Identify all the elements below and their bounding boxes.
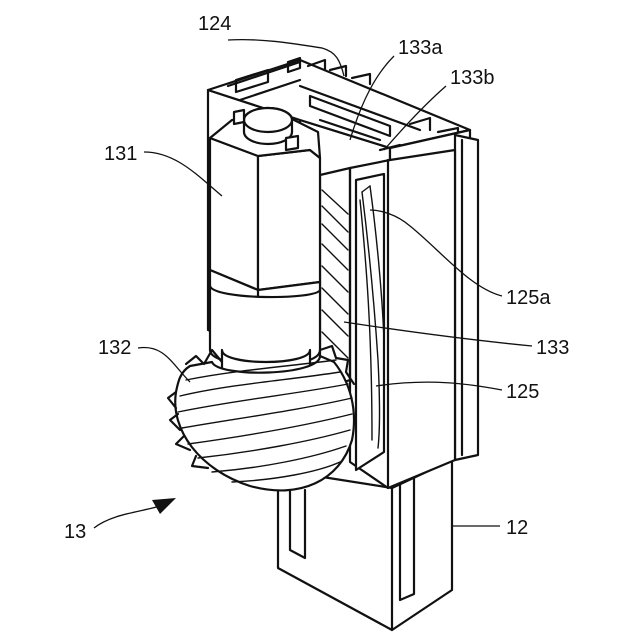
label-133b: 133b xyxy=(450,67,495,89)
label-133a: 133a xyxy=(398,37,443,59)
motor-131 xyxy=(210,108,320,384)
label-12: 12 xyxy=(506,517,528,539)
arrow-head-13 xyxy=(152,498,176,514)
label-13: 13 xyxy=(64,521,86,543)
label-125: 125 xyxy=(506,381,539,403)
label-124: 124 xyxy=(198,13,231,35)
label-132: 132 xyxy=(98,337,131,359)
label-131: 131 xyxy=(104,143,137,165)
label-125a: 125a xyxy=(506,287,551,309)
label-133: 133 xyxy=(536,337,569,359)
side-column xyxy=(350,130,478,488)
